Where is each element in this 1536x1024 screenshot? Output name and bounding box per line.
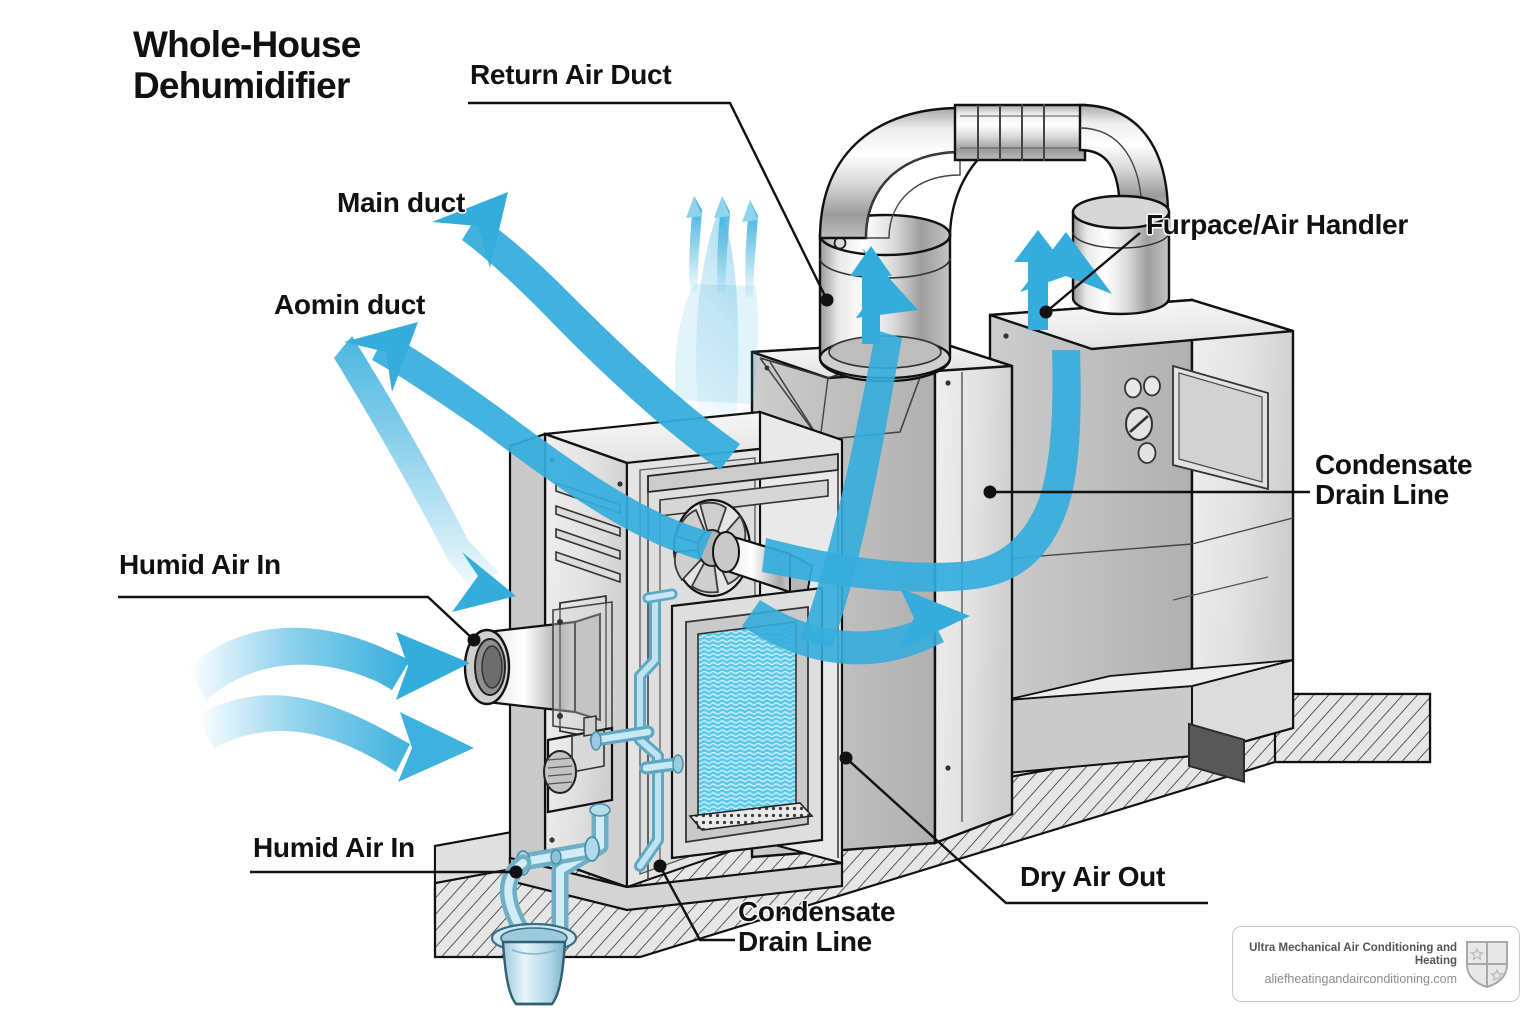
- duct-riser-small-arrow: [850, 246, 892, 344]
- label-furnace-air-handler: Furpace/Air Handler: [1146, 209, 1408, 240]
- airflow-plume-background: [696, 205, 739, 430]
- furnace-display-window: [1188, 722, 1245, 783]
- furnace-indicator-light-2: [1143, 375, 1161, 397]
- exhaust-feather-arrows: [686, 196, 758, 298]
- dehumidifier-cabinet: [463, 410, 844, 912]
- shield-crest-icon: [1466, 941, 1508, 989]
- humid-air-in-arrow-lower: [196, 695, 474, 782]
- label-humid-air-in-bottom: Humid Air In: [253, 832, 415, 863]
- furnace-collar-arrow: [1014, 230, 1062, 330]
- humid-air-inlet-collar: [463, 594, 613, 742]
- furnace-indicator-light-1: [1124, 377, 1142, 399]
- label-humid-air-in-top: Humid Air In: [119, 549, 281, 580]
- aomin-duct-arrow: [344, 322, 712, 560]
- furnace-control-knob[interactable]: [1125, 407, 1153, 441]
- label-condensate-drain-line-bottom: Condensate Drain Line: [738, 896, 896, 958]
- label-dry-air-out: Dry Air Out: [1020, 861, 1166, 892]
- watermark-company-name: Ultra Mechanical Air Conditioning and He…: [1249, 941, 1457, 968]
- furnace-small-button: [1137, 442, 1157, 464]
- dry-air-out-arrow: [742, 588, 970, 665]
- condensate-drain-piping: [499, 588, 684, 939]
- label-condensate-drain-line-right: Condensate Drain Line: [1315, 449, 1473, 511]
- watermark-badge[interactable]: Ultra Mechanical Air Conditioning and He…: [1232, 926, 1520, 1002]
- humid-air-in-arrow-upper: [188, 627, 470, 700]
- label-return-air-duct: Return Air Duct: [470, 59, 672, 90]
- airflow-arrow-into-cabinet: [334, 336, 516, 612]
- furnace-air-handler-cabinet: [988, 298, 1295, 783]
- label-aomin-duct: Aomin duct: [274, 289, 425, 320]
- watermark-text-block: Ultra Mechanical Air Conditioning and He…: [1243, 942, 1457, 987]
- evaporator-coil: [670, 586, 824, 860]
- furnace-control-panel[interactable]: [1172, 364, 1269, 783]
- leader-lines: [118, 101, 1310, 942]
- main-duct-arrow: [432, 192, 740, 470]
- condensate-drain-bucket: [490, 922, 578, 1006]
- label-main-duct: Main duct: [337, 187, 465, 218]
- airflow-arrows: [188, 192, 1112, 782]
- watermark-website-url: aliefheatingandairconditioning.com: [1264, 971, 1458, 986]
